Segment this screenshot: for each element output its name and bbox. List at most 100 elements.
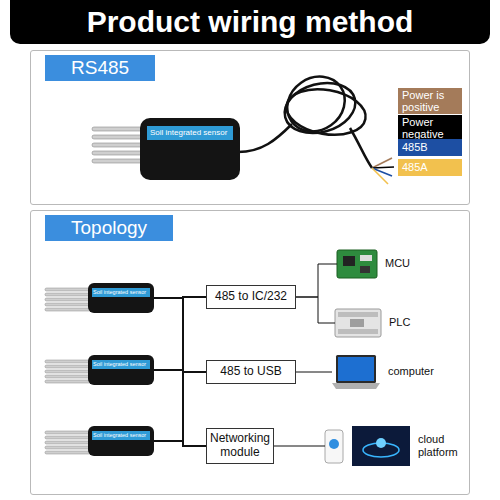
probe-rod	[45, 365, 90, 368]
legend-item: Power is positive	[398, 88, 462, 114]
cable	[350, 128, 372, 168]
probe-rod	[45, 288, 90, 291]
device-node: PLC	[335, 309, 381, 337]
soil-sensor: Soil integrated sensor	[140, 118, 240, 180]
wire-color-swatch: Power negative	[398, 115, 462, 141]
sensor-cable	[154, 441, 206, 446]
mcu-board	[337, 250, 377, 278]
box-label: 485 to USB	[220, 365, 281, 379]
laptop-base	[332, 383, 380, 389]
device-label: MCU	[385, 257, 410, 270]
probe-rod	[92, 127, 144, 131]
sensor-cable	[154, 298, 206, 446]
connector-line	[274, 446, 325, 447]
cloud-glow	[376, 438, 386, 448]
probe-group	[92, 127, 144, 163]
wire-color-swatch: 485A	[398, 159, 462, 176]
sensor-cable	[154, 370, 206, 372]
probe-rod	[45, 375, 90, 378]
sensor-label: Soil integrated sensor	[147, 126, 233, 140]
device-label: computer	[388, 365, 434, 378]
plc-panel	[350, 319, 364, 327]
probe-rod	[45, 451, 90, 454]
plc-body	[335, 309, 381, 337]
sensor-cable	[154, 372, 206, 441]
legend-text: Power is positive	[402, 89, 458, 113]
sensor-cable	[154, 297, 206, 441]
chip	[343, 256, 355, 266]
connector-line	[296, 297, 335, 323]
cable-loop	[277, 65, 356, 142]
converter-box: Networking module	[206, 428, 274, 464]
legend-item: 485B	[398, 139, 462, 156]
connector-line	[296, 264, 337, 297]
box-label: 485 to IC/232	[215, 290, 287, 304]
probe-rod	[45, 360, 90, 363]
terminal-strip	[338, 329, 378, 334]
circuit-board	[337, 250, 377, 278]
device-node: computer	[332, 355, 380, 389]
probe-rod	[45, 293, 90, 296]
page-title: Product wiring method	[87, 5, 414, 39]
phone	[325, 430, 343, 463]
legend-text: 485A	[402, 161, 428, 173]
legend-text: Power negative	[402, 116, 458, 140]
legend-text: 485B	[402, 141, 428, 153]
wire-color-swatch: Power is positive	[398, 88, 462, 114]
sensor-label: Soil integrated sensor	[92, 431, 150, 440]
section-heading: Topology	[45, 215, 173, 241]
probe-group	[45, 288, 90, 454]
probe-rod	[45, 298, 90, 301]
probe-rod	[45, 370, 90, 373]
sensor-cable	[154, 297, 206, 298]
section-heading: RS485	[45, 55, 155, 81]
sensor-label: Soil integrated sensor	[92, 360, 150, 369]
sensor-cable	[154, 370, 206, 446]
probe-rod	[45, 436, 90, 439]
title-banner: Product wiring method	[10, 0, 490, 44]
laptop-screen	[338, 357, 374, 381]
probe-rod	[92, 159, 144, 163]
device-label: PLC	[389, 316, 410, 329]
converter-box: 485 to IC/232	[206, 285, 296, 309]
chip	[360, 266, 370, 273]
section-panel: TopologySoil integrated sensorSoil integ…	[30, 210, 470, 495]
probe-rod	[45, 431, 90, 434]
cloud-screen	[352, 426, 410, 466]
probe-rod	[92, 151, 144, 155]
probe-rod	[45, 380, 90, 383]
cable-loop	[283, 83, 369, 140]
wire-ends	[372, 158, 394, 184]
connector-header	[360, 255, 372, 261]
connector-line	[296, 372, 332, 373]
cloud-icons	[325, 426, 410, 466]
soil-sensor: Soil integrated sensor	[88, 355, 154, 385]
legend-item: Power negative	[398, 115, 462, 141]
plc-unit	[335, 309, 381, 337]
converter-box: 485 to USB	[206, 360, 296, 384]
box-label: Networking module	[207, 432, 273, 460]
wire	[372, 167, 394, 168]
probe-rod	[45, 446, 90, 449]
device-node: cloud platform	[325, 426, 410, 466]
laptop-bezel	[336, 355, 376, 383]
legend-item: 485A	[398, 159, 462, 176]
probe-rod	[92, 135, 144, 139]
cable	[238, 124, 292, 152]
soil-sensor: Soil integrated sensor	[88, 283, 154, 313]
sensor-cable	[154, 297, 206, 370]
wire	[372, 168, 388, 184]
probe-rod	[45, 303, 90, 306]
sensor-cable	[154, 298, 206, 372]
probe-rod	[92, 143, 144, 147]
terminal-strip	[338, 312, 378, 317]
laptop-icon	[332, 355, 380, 389]
soil-sensor: Soil integrated sensor	[88, 426, 154, 456]
cable-coil	[238, 65, 372, 168]
probe-rod	[45, 441, 90, 444]
wire-color-swatch: 485B	[398, 139, 462, 156]
probe-rod	[45, 308, 90, 311]
sensor-label: Soil integrated sensor	[92, 288, 150, 297]
phone-logo	[329, 439, 339, 449]
